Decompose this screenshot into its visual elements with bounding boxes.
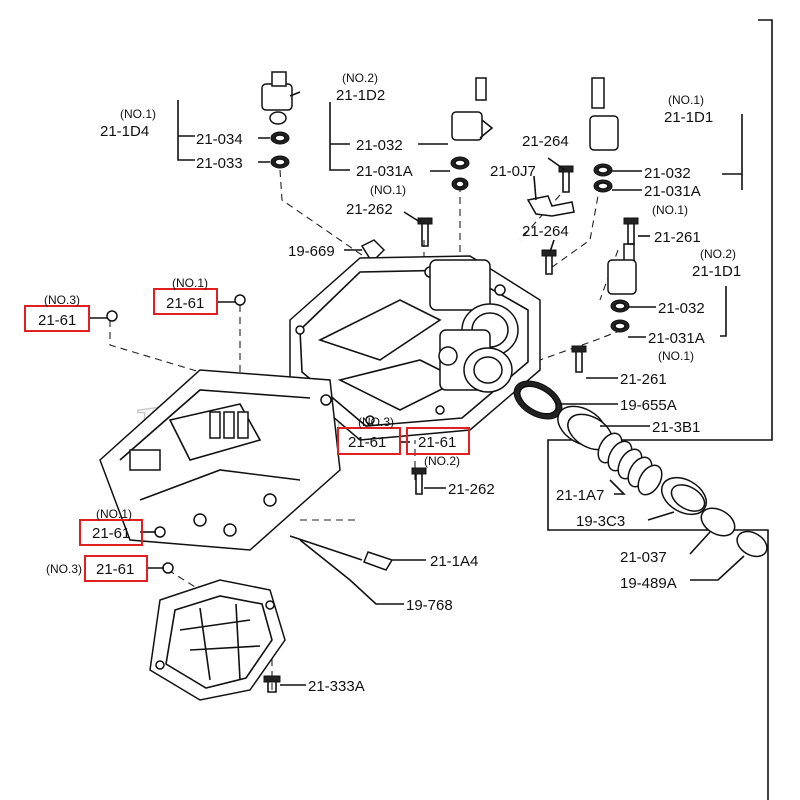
- label-no3-61b: (NO.3): [44, 293, 80, 307]
- spring-21-1A4-icon: [289, 535, 394, 571]
- accumulator-parts-icon: [513, 380, 768, 558]
- label-19-3C3: 19-3C3: [576, 513, 625, 530]
- label-no2-61d: (NO.2): [424, 454, 460, 468]
- label-21-261-a: 21-261: [654, 229, 701, 246]
- label-21-61-b: 21-61: [38, 312, 76, 329]
- label-21-1A4: 21-1A4: [430, 553, 478, 570]
- label-no1-031Ab: (NO.1): [652, 203, 688, 217]
- solenoid-21-1D1-no2-icon: [607, 243, 637, 333]
- highlight-box-21-61-c: [337, 427, 401, 455]
- highlight-box-21-61-e: [79, 519, 143, 546]
- label-21-032-a: 21-032: [356, 137, 403, 154]
- label-21-031A-a: 21-031A: [356, 163, 413, 180]
- label-21-61-f: 21-61: [96, 561, 134, 578]
- label-21-61-d: 21-61: [418, 434, 456, 451]
- label-21-031A-c: 21-031A: [648, 330, 705, 347]
- solenoid-21-1D2-icon: [450, 77, 494, 191]
- label-21-264-a: 21-264: [522, 133, 569, 150]
- label-no2-1d2: (NO.2): [342, 71, 378, 85]
- upper-valve-body-icon: [289, 255, 541, 441]
- label-no3-61f: (NO.3): [46, 562, 82, 576]
- highlight-box-21-61-d: [406, 427, 470, 455]
- label-no1-1d1: (NO.1): [668, 93, 704, 107]
- highlight-boxes: [24, 288, 470, 582]
- label-21-032-b: 21-032: [644, 165, 691, 182]
- label-no1-61a: (NO.1): [172, 276, 208, 290]
- label-19-489A: 19-489A: [620, 575, 677, 592]
- label-no3-61c: (NO.3): [358, 415, 394, 429]
- label-21-1D4: 21-1D4: [100, 123, 149, 140]
- label-no1-262: (NO.1): [370, 183, 406, 197]
- label-21-333A: 21-333A: [308, 678, 365, 695]
- highlight-box-21-61-a: [153, 288, 218, 315]
- part-labels: (NO.1) 21-1D4 21-034 21-033 (NO.2) 21-1D…: [38, 71, 741, 695]
- bolt-icons: [263, 165, 639, 693]
- solenoid-21-1D1-icon: [589, 77, 619, 193]
- label-19-655A: 19-655A: [620, 397, 677, 414]
- label-19-768: 19-768: [406, 597, 453, 614]
- frame-lines: [547, 19, 773, 800]
- label-21-1D1-b: 21-1D1: [692, 263, 741, 280]
- label-21-3B1: 21-3B1: [652, 419, 700, 436]
- label-21-61-a: 21-61: [166, 295, 204, 312]
- label-21-262-a: 21-262: [346, 201, 393, 218]
- rod-19-768-icon: [299, 539, 351, 581]
- label-21-1D2: 21-1D2: [336, 87, 385, 104]
- label-21-032-c: 21-032: [658, 300, 705, 317]
- label-21-262-b: 21-262: [448, 481, 495, 498]
- label-21-61-c: 21-61: [348, 434, 386, 451]
- label-no2-1d1: (NO.2): [700, 247, 736, 261]
- leader-lines: [90, 100, 745, 686]
- label-21-031A-b: 21-031A: [644, 183, 701, 200]
- label-no1-61e: (NO.1): [96, 507, 132, 521]
- highlight-box-21-61-f: [84, 555, 148, 582]
- lower-valve-body-icon: [149, 579, 286, 701]
- label-21-1A7: 21-1A7: [556, 487, 604, 504]
- plug-19-669-icon: [360, 239, 386, 264]
- label-21-1D1: 21-1D1: [664, 109, 713, 126]
- label-21-0J7: 21-0J7: [490, 163, 536, 180]
- label-no1-031Ac: (NO.1): [658, 349, 694, 363]
- label-21-61-e: 21-61: [92, 525, 130, 542]
- label-21-264-b: 21-264: [522, 223, 569, 240]
- separator-plate-icon: [99, 369, 341, 551]
- label-21-037: 21-037: [620, 549, 667, 566]
- label-21-034: 21-034: [196, 131, 243, 148]
- solenoid-21-1D4-icon: [261, 71, 301, 169]
- highlight-box-21-61-b: [24, 305, 90, 332]
- label-21-261-b: 21-261: [620, 371, 667, 388]
- label-21-033: 21-033: [196, 155, 243, 172]
- label-19-669: 19-669: [288, 243, 335, 260]
- bracket-21-0J7-icon: [526, 195, 575, 217]
- label-no1-1d4: (NO.1): [120, 107, 156, 121]
